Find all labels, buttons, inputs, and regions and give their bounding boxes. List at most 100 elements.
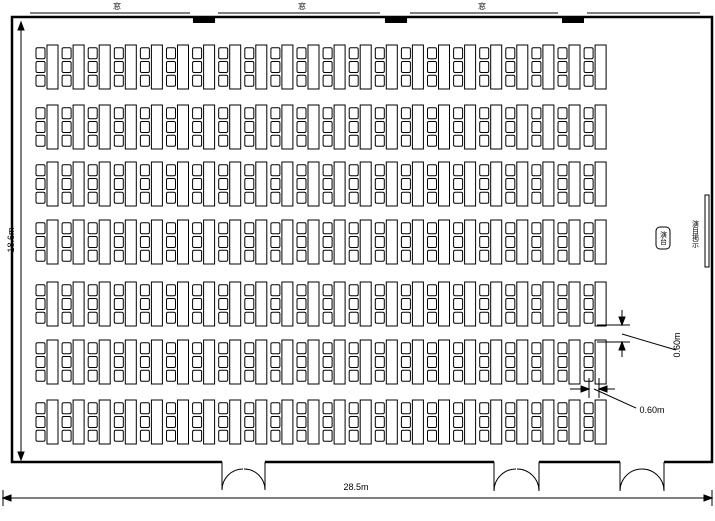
chair: [400, 74, 411, 87]
chair: [479, 107, 490, 120]
chair: [87, 356, 98, 368]
chair: [296, 311, 307, 324]
chair: [244, 342, 255, 355]
desk-block: [374, 399, 398, 445]
chair: [557, 311, 568, 324]
chair: [218, 298, 229, 310]
chair: [166, 311, 176, 324]
chair: [453, 416, 464, 428]
window-label-2: 窓: [298, 1, 306, 11]
chair: [479, 164, 490, 177]
chair: [139, 236, 150, 248]
door-3[interactable]: [619, 462, 665, 492]
desk-block: [296, 44, 320, 90]
desk: [359, 281, 372, 327]
desk: [594, 161, 607, 207]
chair: [113, 191, 124, 204]
chair: [453, 164, 464, 177]
door-2[interactable]: [493, 462, 540, 492]
desk: [490, 44, 503, 90]
chair: [244, 402, 255, 415]
door-1[interactable]: [221, 462, 266, 491]
desk: [464, 399, 477, 445]
desk: [98, 399, 111, 445]
desk-block: [531, 104, 555, 150]
desk-block: [61, 44, 85, 90]
chair: [35, 74, 46, 87]
chair: [192, 191, 203, 204]
desk: [150, 399, 163, 445]
chair: [557, 121, 568, 133]
chair: [348, 164, 359, 177]
chair: [139, 416, 150, 428]
chair: [166, 121, 176, 133]
desk-block: [113, 339, 137, 385]
chair: [296, 121, 307, 133]
chair: [557, 356, 568, 368]
desk-block: [192, 104, 216, 150]
chair: [531, 61, 542, 73]
chair: [192, 311, 203, 324]
desk: [255, 281, 268, 327]
desk-block: [505, 104, 529, 150]
desk: [124, 44, 137, 90]
chair: [479, 402, 490, 415]
chair: [166, 402, 176, 415]
chair: [139, 298, 150, 310]
desk-block: [270, 161, 294, 207]
desk: [594, 104, 607, 150]
desk: [542, 219, 555, 265]
chair: [374, 236, 385, 248]
chair: [557, 402, 568, 415]
desk-block: [374, 44, 398, 90]
chair: [166, 284, 176, 297]
desk: [255, 104, 268, 150]
chair: [270, 178, 281, 190]
chair: [583, 284, 594, 297]
chair: [113, 284, 124, 297]
desk-block: [87, 44, 111, 90]
chair: [453, 107, 464, 120]
desk: [46, 44, 59, 90]
chair: [296, 222, 307, 235]
desk-block: [192, 281, 216, 327]
desk: [307, 399, 320, 445]
chair: [244, 74, 255, 87]
chair: [244, 416, 255, 428]
chair: [531, 121, 542, 133]
desk-block: [87, 161, 111, 207]
chair: [35, 429, 46, 442]
desk: [516, 104, 529, 150]
desk-block: [244, 161, 268, 207]
chair: [453, 121, 464, 133]
chair: [192, 342, 203, 355]
podium-label: 演台: [660, 230, 668, 246]
chair: [453, 356, 464, 368]
chair: [166, 47, 176, 60]
desk-block: [348, 399, 372, 445]
desk: [385, 339, 398, 385]
desk: [438, 104, 450, 150]
chair: [192, 236, 203, 248]
seating-area: [35, 44, 607, 445]
desk-block: [583, 281, 607, 327]
chair: [296, 416, 307, 428]
chair: [479, 369, 490, 382]
chair: [479, 178, 490, 190]
chair: [139, 429, 150, 442]
chair: [322, 249, 333, 262]
desk-block: [35, 281, 59, 327]
desk: [359, 161, 372, 207]
desk: [568, 219, 581, 265]
desk-block: [453, 219, 477, 265]
desk-block: [296, 281, 320, 327]
desk-block: [427, 399, 450, 445]
chair: [139, 47, 150, 60]
chair: [218, 429, 229, 442]
desk-block: [505, 281, 529, 327]
desk-block: [400, 399, 424, 445]
chair: [87, 47, 98, 60]
desk: [594, 339, 607, 385]
chair: [505, 74, 516, 87]
desk-block: [348, 44, 372, 90]
